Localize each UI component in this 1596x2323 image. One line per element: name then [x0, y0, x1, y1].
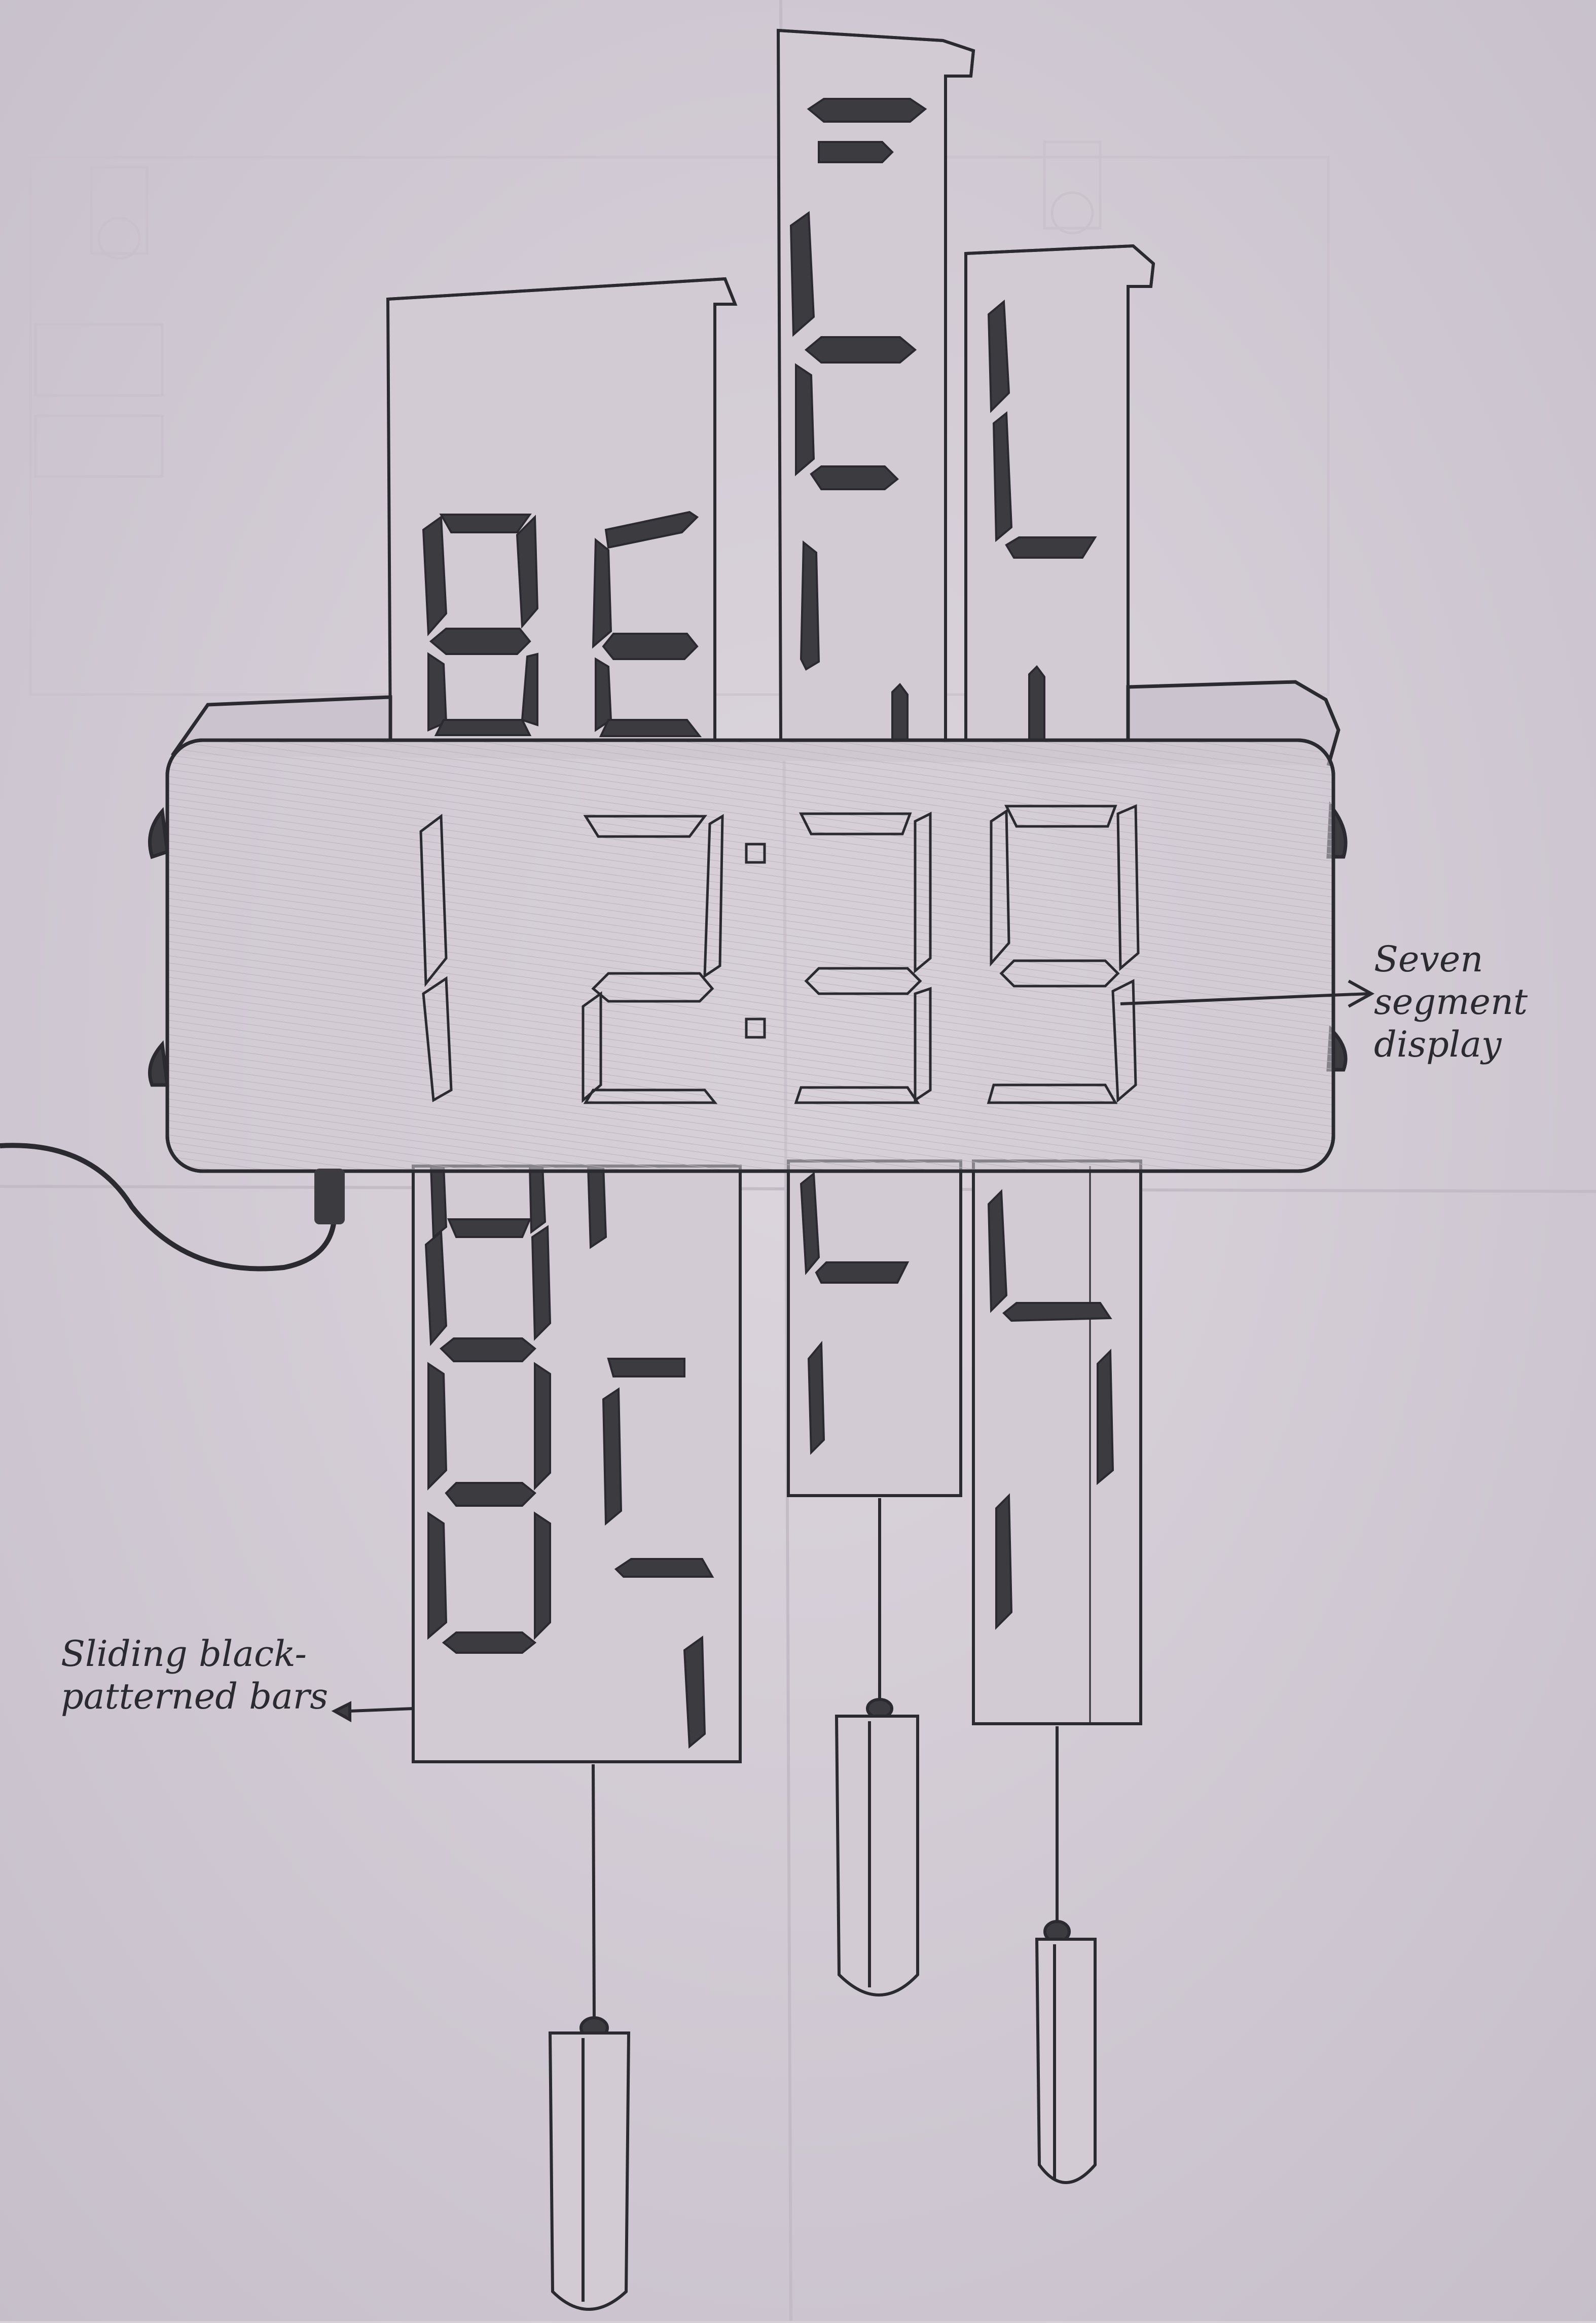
- clock-body: [150, 682, 1346, 1171]
- seven-segment-label-line-1: Seven: [1374, 938, 1587, 981]
- sliding-bars-label-line-2: patterned bars: [61, 1675, 385, 1718]
- seven-segment-label-line-2: segment: [1374, 981, 1587, 1023]
- sliding-bars-label: Sliding black- patterned bars: [61, 1632, 385, 1718]
- digit-text-1: 1: [0, 0, 1, 1]
- sliding-bars-label-line-1: Sliding black-: [61, 1632, 385, 1675]
- cable-plug: [314, 1169, 345, 1224]
- seven-segment-label: Seven segment display: [1374, 938, 1587, 1066]
- seven-segment-label-line-3: display: [1374, 1023, 1587, 1066]
